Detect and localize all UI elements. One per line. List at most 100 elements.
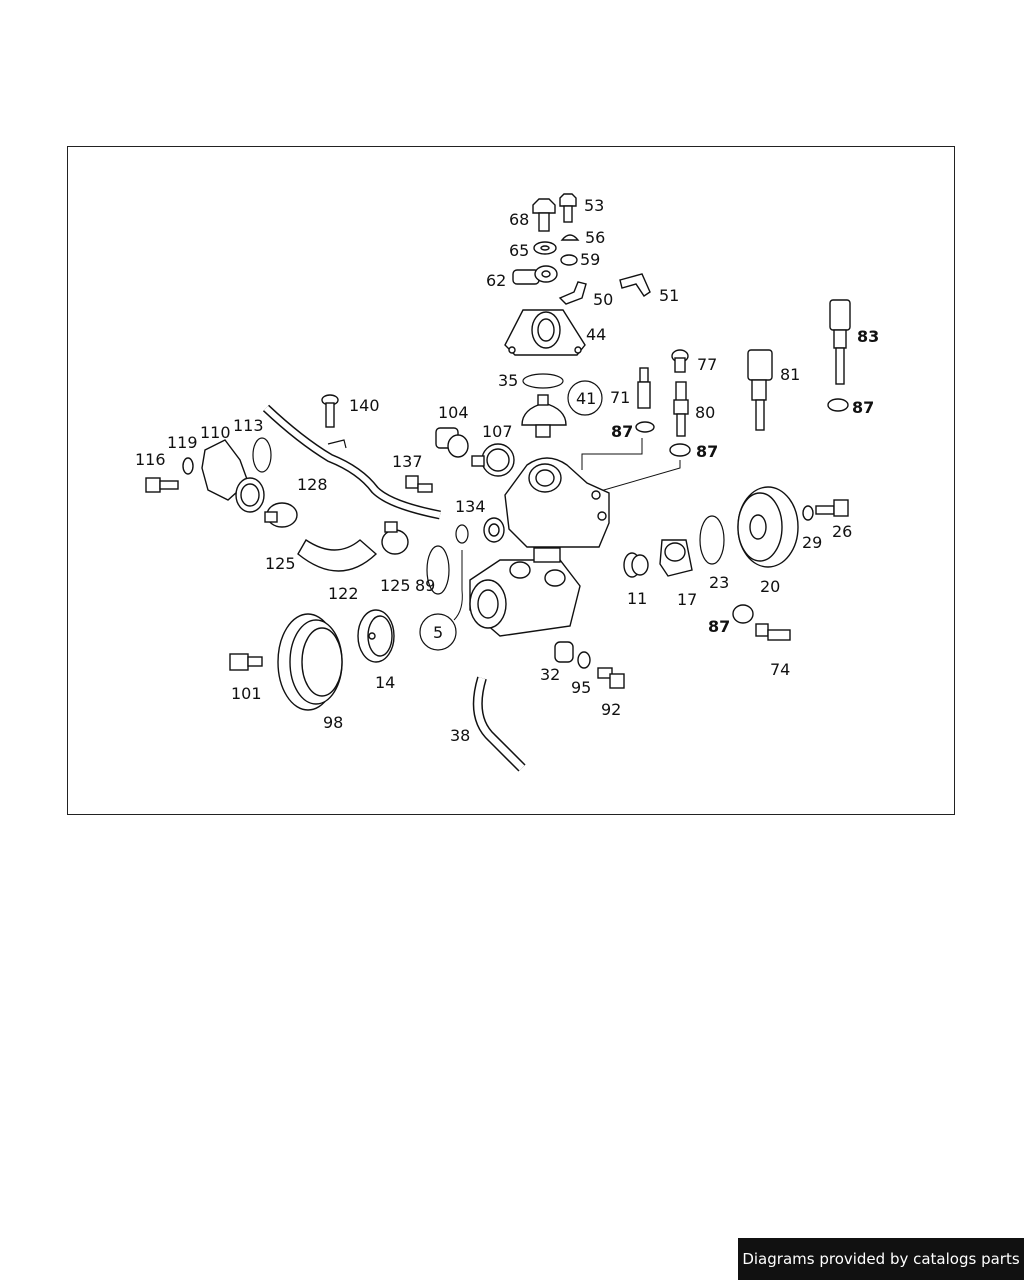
washer-87-d [732,604,754,624]
label-119: 119 [167,433,198,452]
label-87-left: 87 [611,422,633,441]
bolt-140 [321,394,339,428]
banjo-62 [512,265,558,285]
bolt-116 [145,477,179,493]
oring-89 [426,545,450,595]
label-80: 80 [695,403,715,422]
label-92: 92 [601,700,621,719]
label-116: 116 [135,450,166,469]
bracket-51 [619,273,651,297]
label-128: 128 [297,475,328,494]
label-59: 59 [580,250,600,269]
label-140: 140 [349,396,380,415]
plug-77 [671,349,689,373]
label-77: 77 [697,355,717,374]
label-29: 29 [802,533,822,552]
label-71: 71 [610,388,630,407]
sensor-83 [829,299,851,385]
bolt-68 [532,198,556,232]
pulley-20 [737,486,799,568]
sensor-80 [673,381,689,437]
callout-circle-41 [567,380,603,416]
clamp-107 [471,443,515,477]
label-56: 56 [585,228,605,247]
hose-122 [297,539,378,572]
label-11: 11 [627,589,647,608]
label-20: 20 [760,577,780,596]
washer-65 [533,241,557,255]
label-113: 113 [233,416,264,435]
washer-119 [182,457,194,475]
bolt-26 [815,499,849,517]
bushing-32 [554,641,574,663]
label-125-left: 125 [265,554,296,573]
washer-87-b [635,421,655,433]
label-38: 38 [450,726,470,745]
oring-23 [699,515,725,565]
fitting-104 [435,427,469,458]
elbow-110 [201,439,265,513]
label-53: 53 [584,196,604,215]
label-14: 14 [375,673,395,692]
label-23: 23 [709,573,729,592]
label-122: 122 [328,584,359,603]
label-104: 104 [438,403,469,422]
oring-35 [522,373,564,389]
label-35: 35 [498,371,518,390]
label-50: 50 [593,290,613,309]
screw-137 [405,475,433,493]
oring-113 [252,437,272,473]
callout-circle-5 [419,613,457,651]
footer-credit-banner: Diagrams provided by catalogs parts [738,1238,1024,1280]
label-87-mid: 87 [696,442,718,461]
hub-14 [357,609,395,663]
label-98: 98 [323,713,343,732]
label-101: 101 [231,684,262,703]
bolt-92 [597,667,625,689]
bolt-53 [559,193,577,223]
label-83: 83 [857,327,879,346]
diagram-frame [67,146,955,815]
washer-29 [802,505,814,521]
washer-87-a [827,398,849,412]
footer-credit-text: Diagrams provided by catalogs parts [742,1250,1020,1268]
washer-87-c [669,443,691,457]
label-110: 110 [200,423,231,442]
bracket-50 [558,281,587,305]
clamp-125-b [381,521,409,555]
label-65: 65 [509,241,529,260]
clip-56 [560,234,580,241]
belt-pulley-98 [277,613,343,711]
label-5: 5 [433,623,443,642]
cover-44 [504,309,586,356]
label-87-bottom: 87 [708,617,730,636]
sensor-81 [747,349,773,431]
label-44: 44 [586,325,606,344]
label-74: 74 [770,660,790,679]
label-26: 26 [832,522,852,541]
label-125-right: 125 [380,576,411,595]
water-pump [469,547,581,637]
sensor-71 [637,367,651,409]
sensor-74 [755,623,791,641]
label-41: 41 [576,389,596,408]
clamp-125-a [264,502,298,528]
label-68: 68 [509,210,529,229]
label-32: 32 [540,665,560,684]
bearing-17 [659,539,693,577]
thermostat-41 [521,394,567,438]
plug-11 [623,552,649,578]
label-134: 134 [455,497,486,516]
washer-59 [560,254,578,266]
thermostat-housing [483,457,610,548]
label-137: 137 [392,452,423,471]
label-95: 95 [571,678,591,697]
label-51: 51 [659,286,679,305]
label-107: 107 [482,422,513,441]
bolt-101 [229,653,263,671]
washer-95 [577,651,591,669]
oring-134 [455,524,469,544]
label-89: 89 [415,576,435,595]
label-87-top-right: 87 [852,398,874,417]
